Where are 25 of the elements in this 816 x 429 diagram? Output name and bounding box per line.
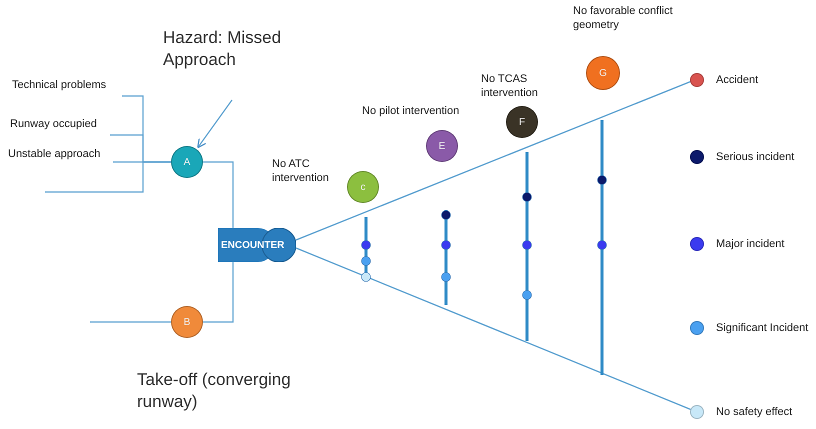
caption-text: Take-off (converging runway) <box>137 369 292 413</box>
caption-text: No ATC intervention <box>272 157 330 185</box>
barrier-circle: E <box>426 130 458 162</box>
cause-label: Unstable approach <box>8 148 113 162</box>
barrier-circle: c <box>347 171 379 203</box>
connector-line <box>90 321 171 323</box>
legend-label: Serious incident <box>716 150 796 164</box>
event-circle: A <box>171 146 203 178</box>
caption-text: No pilot intervention <box>362 104 460 118</box>
cause-label: Technical problems <box>12 79 122 93</box>
cause-label: Runway occupied <box>10 118 110 132</box>
barrier-circle: F <box>506 106 538 138</box>
connector-line <box>203 161 234 228</box>
legend-label: No safety effect <box>716 405 794 419</box>
event-circle: B <box>171 306 203 338</box>
legend-label: Major incident <box>716 237 786 251</box>
legend-label: Significant Incident <box>716 321 810 335</box>
legend-label: Accident <box>716 73 760 87</box>
connector-line <box>45 161 171 193</box>
barrier-circle: G <box>586 56 620 90</box>
connector-line <box>203 262 234 323</box>
caption-text: No TCAS intervention <box>481 72 539 100</box>
caption-text: No favorable conflict geometry <box>573 4 674 32</box>
arrow <box>197 100 232 148</box>
hazard-label: Hazard: Missed Approach <box>163 27 313 73</box>
